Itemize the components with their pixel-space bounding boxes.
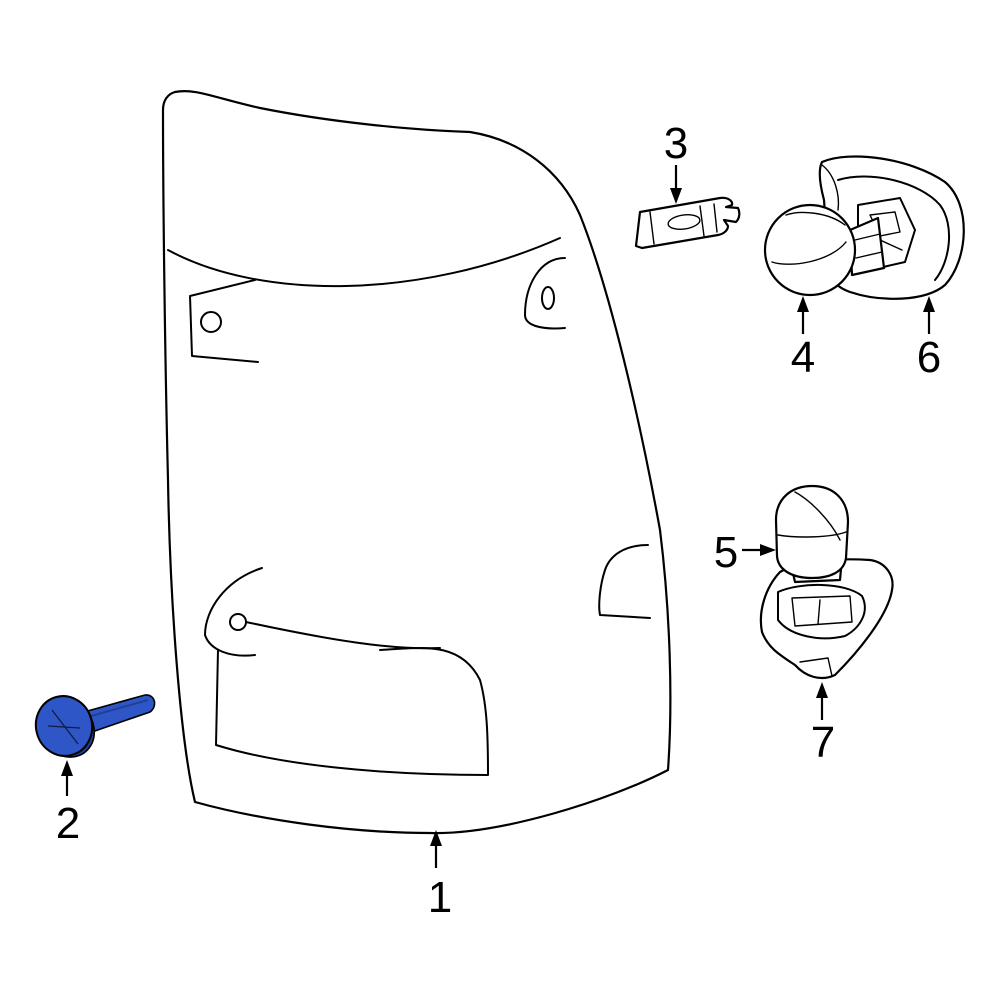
callout-label-2: 2 (56, 799, 80, 848)
callout-label-5: 5 (714, 528, 738, 577)
callout-arrow-3 (670, 165, 682, 204)
callout-arrow-2 (61, 760, 73, 796)
bulb-upper (763, 203, 886, 297)
callout-label-6: 6 (917, 333, 941, 382)
callout-arrow-4 (797, 296, 809, 334)
callout-arrow-1 (430, 830, 442, 868)
callout-label-4: 4 (791, 333, 815, 382)
callout-label-7: 7 (811, 718, 835, 767)
bulb-lower (774, 484, 850, 584)
tail-lamp-housing (161, 90, 672, 835)
screw-highlighted (34, 694, 156, 758)
callout-arrow-7 (816, 682, 828, 720)
nut-clip (634, 196, 741, 250)
callout-arrow-5 (742, 544, 776, 556)
callout-arrow-6 (923, 296, 935, 334)
callout-label-3: 3 (664, 119, 688, 168)
socket-lower (759, 558, 894, 680)
callout-label-1: 1 (428, 873, 452, 922)
